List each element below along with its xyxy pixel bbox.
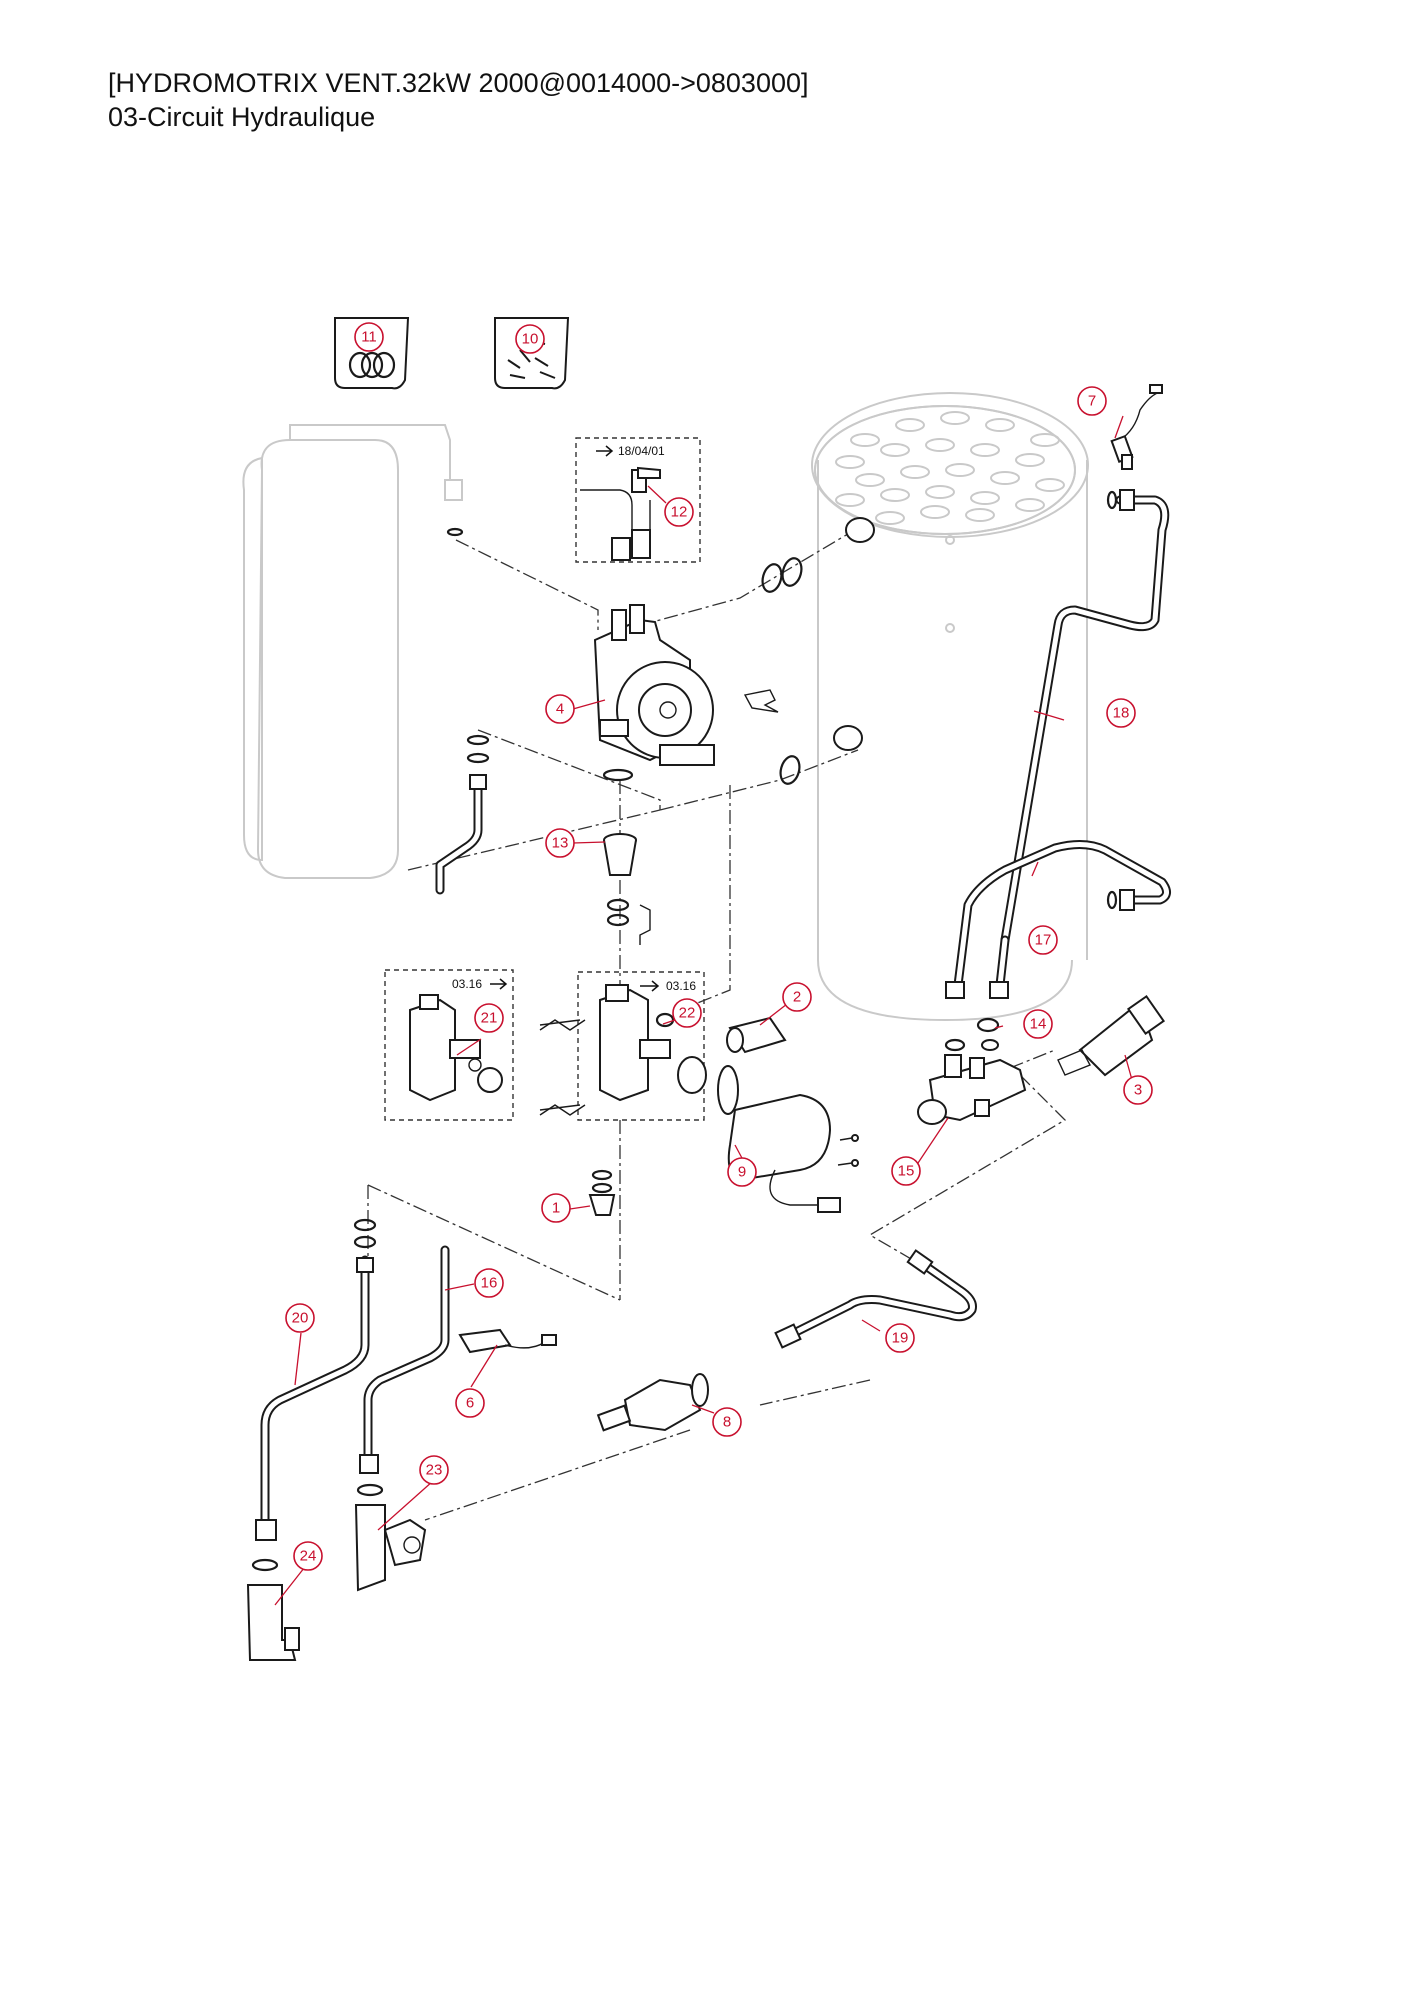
callout-7: 7 — [1077, 386, 1107, 416]
assembly-lines — [367, 527, 1067, 1521]
date-note: 18/04/01 — [618, 444, 665, 458]
o-rings-13 — [606, 898, 630, 927]
clip-part — [639, 904, 651, 945]
svg-text:15: 15 — [898, 1163, 915, 1180]
callout-1: 1 — [541, 1193, 571, 1223]
part-14 — [944, 1017, 1000, 1052]
detail-box-21 — [384, 969, 514, 1121]
pipe-18 — [995, 495, 1170, 990]
page-subtitle: 03-Circuit Hydraulique — [108, 102, 376, 132]
clip-left — [539, 1019, 586, 1116]
ref-left-note: 03.16 — [452, 977, 482, 991]
svg-text:19: 19 — [892, 1330, 909, 1347]
bag-11-part — [334, 317, 410, 390]
hot-water-tank-ghost — [811, 392, 1089, 1022]
callout-20: 20 — [285, 1303, 315, 1333]
sensor-7-part — [1110, 384, 1163, 470]
callout-21: 21 — [474, 1003, 504, 1033]
callout-18: 18 — [1106, 698, 1136, 728]
callout-22: 22 — [672, 998, 702, 1028]
svg-text:11: 11 — [361, 329, 377, 346]
arrow-right-icon — [596, 445, 614, 457]
callout-24: 24 — [293, 1541, 323, 1571]
sensor-6-part — [458, 1328, 557, 1354]
detail-box-12 — [575, 437, 701, 563]
part-1 — [588, 1169, 616, 1216]
page-title: [HYDROMOTRIX VENT.32kW 2000@0014000->080… — [108, 68, 809, 98]
svg-text:2: 2 — [793, 989, 801, 1006]
svg-text:10: 10 — [522, 331, 539, 348]
valve-21-part — [409, 994, 503, 1102]
callout-13: 13 — [545, 828, 575, 858]
arrow-right-icon — [490, 978, 508, 990]
svg-text:13: 13 — [552, 835, 569, 852]
valve-12-part — [580, 466, 661, 561]
valve-22-part — [539, 984, 675, 1111]
pipe-17 — [953, 840, 1171, 990]
filter-13-part — [603, 833, 637, 876]
leader-lines — [274, 415, 1135, 1606]
svg-text:20: 20 — [292, 1310, 309, 1327]
callout-10: 10 — [515, 324, 545, 354]
svg-text:16: 16 — [481, 1275, 498, 1292]
detail-notes: 18/04/01 03.16 03.16 — [452, 444, 696, 993]
pipe-19 — [774, 1249, 977, 1349]
valve-3-part — [1057, 995, 1166, 1077]
tank-fittings — [945, 489, 1135, 999]
callout-16: 16 — [474, 1268, 504, 1298]
svg-text:7: 7 — [1088, 393, 1096, 410]
tank-connector — [833, 517, 875, 751]
svg-text:1: 1 — [552, 1200, 560, 1217]
valve-24-part — [246, 1558, 300, 1661]
part-8 — [596, 1373, 709, 1432]
pump-4-part — [593, 604, 779, 766]
svg-text:9: 9 — [738, 1164, 746, 1181]
svg-text:23: 23 — [426, 1462, 443, 1479]
pipe-16 — [363, 1245, 450, 1465]
callout-23: 23 — [419, 1455, 449, 1485]
callout-8: 8 — [712, 1407, 742, 1437]
valve-23-part — [354, 1454, 427, 1592]
callout-19: 19 — [885, 1323, 915, 1353]
svg-text:18: 18 — [1113, 705, 1130, 722]
ref-right-note: 03.16 — [666, 979, 696, 993]
callout-4: 4 — [545, 694, 575, 724]
callout-14: 14 — [1023, 1009, 1053, 1039]
svg-text:3: 3 — [1134, 1082, 1142, 1099]
motor-9-part — [677, 1056, 859, 1213]
o-rings-pump — [446, 527, 803, 785]
svg-text:22: 22 — [679, 1005, 696, 1022]
detail-box-22 — [577, 971, 705, 1121]
callout-15: 15 — [891, 1156, 921, 1186]
callout-9: 9 — [727, 1157, 757, 1187]
callout-6: 6 — [455, 1388, 485, 1418]
callout-11: 11 — [354, 322, 384, 352]
page-header: [HYDROMOTRIX VENT.32kW 2000@0014000->080… — [108, 66, 809, 134]
svg-text:8: 8 — [723, 1414, 731, 1431]
svg-text:4: 4 — [556, 701, 564, 718]
callout-17: 17 — [1028, 925, 1058, 955]
mixer-15-part — [917, 1054, 1027, 1125]
svg-text:6: 6 — [466, 1395, 474, 1412]
expansion-vessel-ghost — [242, 424, 463, 879]
callout-3: 3 — [1123, 1075, 1153, 1105]
svg-text:14: 14 — [1030, 1016, 1047, 1033]
bent-pipe-left — [435, 774, 487, 895]
sensor-2-part — [726, 1016, 787, 1054]
svg-text:21: 21 — [481, 1010, 498, 1027]
callout-12: 12 — [664, 497, 694, 527]
callouts: 1 2 3 4 6 7 8 9 10 11 12 13 14 15 16 17 … — [285, 322, 1153, 1571]
callout-2: 2 — [782, 982, 812, 1012]
arrow-right-icon — [640, 980, 660, 992]
tank-holes — [835, 411, 1065, 525]
svg-text:12: 12 — [671, 504, 688, 521]
svg-text:24: 24 — [300, 1548, 317, 1565]
pipe-20 — [255, 1218, 377, 1541]
svg-text:17: 17 — [1035, 932, 1052, 949]
